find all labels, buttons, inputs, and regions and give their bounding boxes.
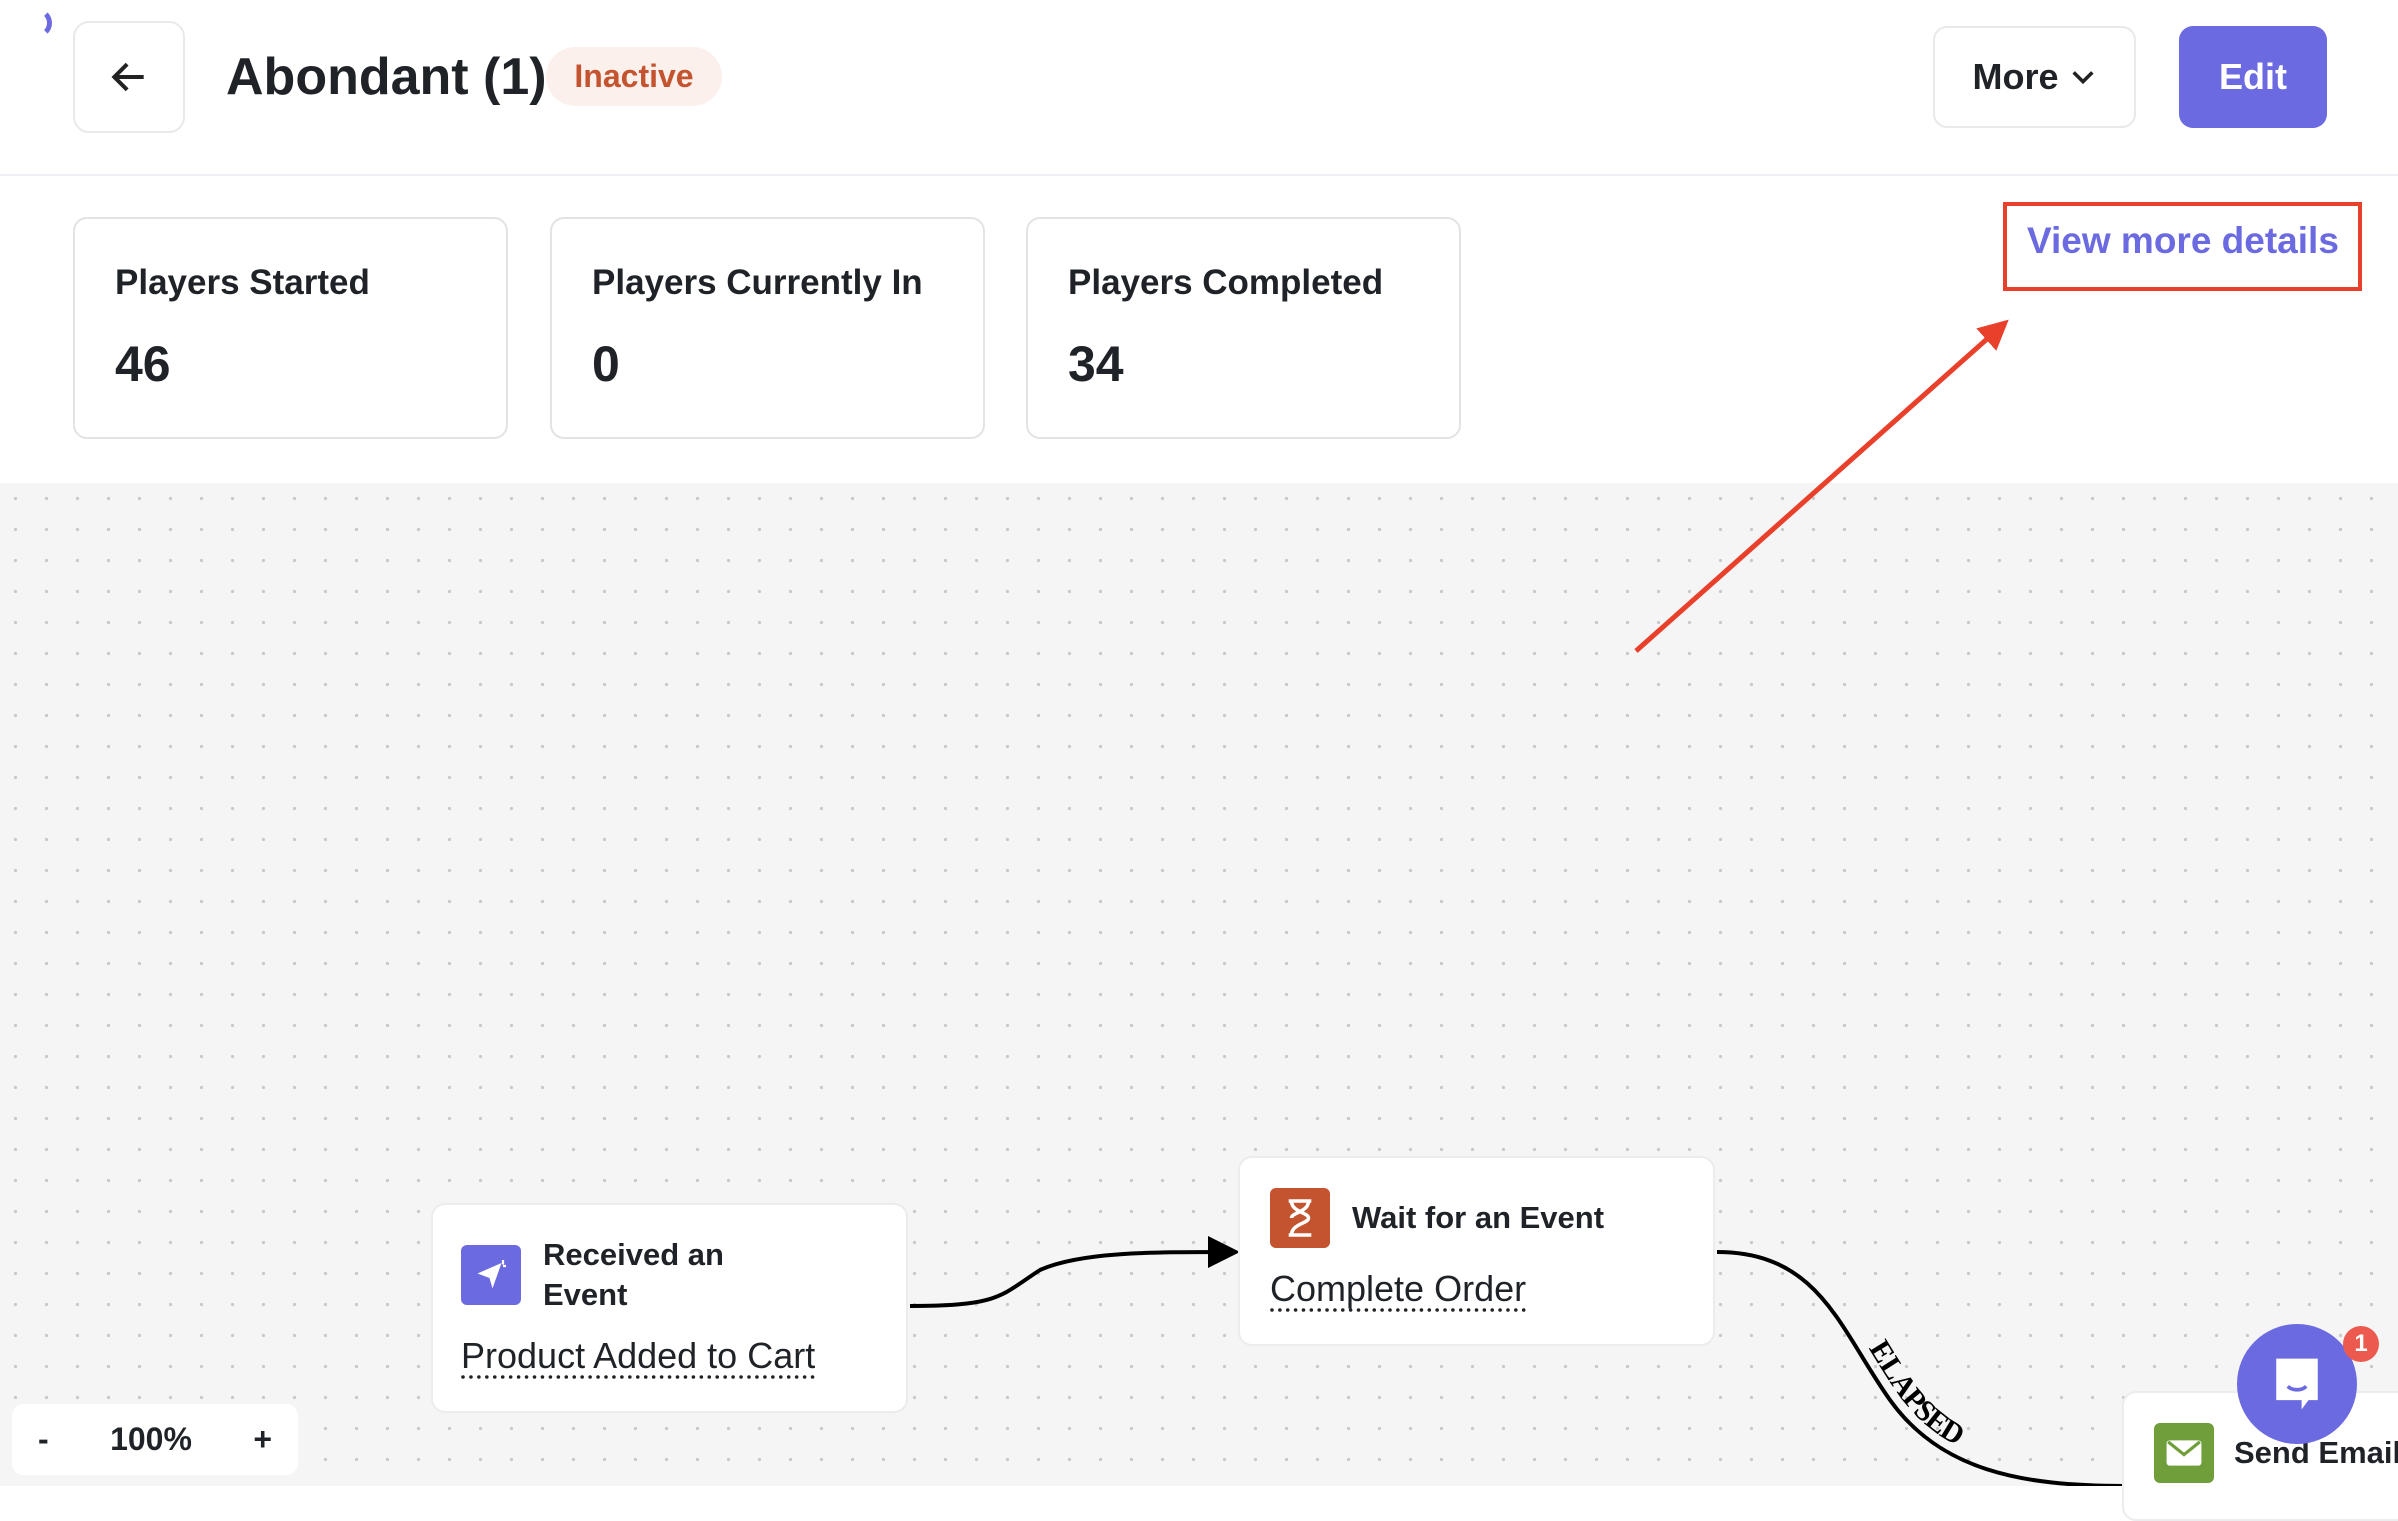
stat-label: Players Completed	[1068, 263, 1384, 302]
chat-icon	[2276, 1358, 2318, 1410]
stat-card-players-currently-in: Players Currently In 0	[550, 217, 985, 439]
zoom-control: - 100% +	[12, 1404, 298, 1475]
chat-launcher-button[interactable]	[2237, 1324, 2357, 1444]
edge-wait-to-send-email	[1716, 1250, 2126, 1486]
node-event-link[interactable]: Product Added to Cart	[461, 1335, 816, 1376]
edit-button[interactable]: Edit	[2179, 26, 2327, 128]
header: Abondant (1) Inactive More Edit	[0, 0, 2398, 176]
arrow-left-icon	[111, 62, 144, 92]
stat-label: Players Currently In	[592, 263, 923, 302]
loading-spinner-icon	[22, 8, 52, 38]
zoom-level: 100%	[110, 1421, 192, 1457]
stat-value: 34	[1068, 336, 1124, 392]
view-more-details-link[interactable]: View more details	[2027, 220, 2339, 261]
stat-label: Players Started	[115, 263, 370, 302]
back-button[interactable]	[73, 21, 185, 133]
node-title: Wait for an Event	[1352, 1200, 1605, 1235]
chevron-down-icon	[2071, 71, 2094, 85]
flow-node-wait-for-event[interactable]: Wait for an Event Complete Order	[1238, 1156, 1715, 1346]
more-label: More	[1972, 56, 2059, 97]
chat-notification-badge: 1	[2343, 1326, 2379, 1362]
zoom-out-button[interactable]: -	[38, 1421, 49, 1457]
more-button[interactable]: More	[1933, 26, 2136, 128]
page-title: Abondant (1)	[226, 48, 547, 106]
connections-layer: ELAPSED	[909, 319, 2126, 1486]
edge-label: ELAPSED	[1863, 1334, 1971, 1452]
node-event-link[interactable]: Complete Order	[1270, 1268, 1527, 1309]
annotation-highlight-box	[2003, 202, 2362, 291]
zoom-in-button[interactable]: +	[253, 1421, 272, 1457]
annotation-arrow	[1634, 319, 2009, 653]
stat-value: 46	[115, 336, 171, 392]
megaphone-icon	[461, 1245, 521, 1305]
edge-received-to-wait	[909, 1236, 1240, 1308]
stat-card-players-started: Players Started 46	[73, 217, 508, 439]
stat-value: 0	[592, 336, 620, 392]
status-badge: Inactive	[546, 47, 722, 106]
stat-card-players-completed: Players Completed 34	[1026, 217, 1461, 439]
mail-icon	[2154, 1423, 2214, 1483]
flow-canvas[interactable]	[0, 483, 2398, 1486]
hourglass-icon	[1270, 1188, 1330, 1248]
